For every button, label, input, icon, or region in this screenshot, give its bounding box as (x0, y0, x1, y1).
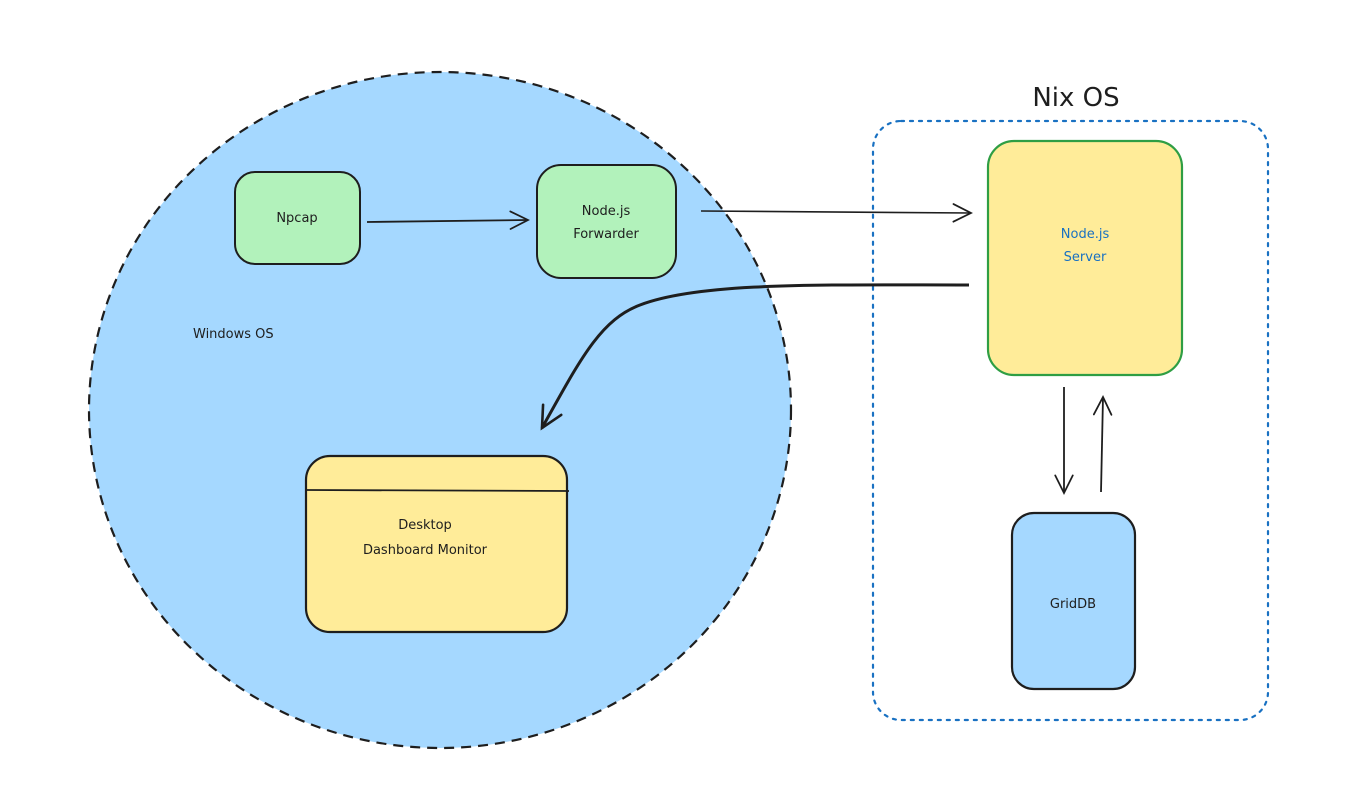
server-label-line-2: Server (1064, 250, 1107, 265)
dashboard-label-line-2: Dashboard Monitor (363, 543, 488, 558)
forwarder-label-line-2: Forwarder (573, 227, 639, 242)
edge-server-to-dashboard[interactable] (542, 283, 970, 428)
dashboard-box (304, 454, 569, 634)
dashboard-label-line-1: Desktop (398, 518, 452, 533)
npcap-label: Npcap (276, 211, 317, 226)
node-nodejs-server[interactable]: Node.js Server (986, 139, 1184, 377)
dashboard-header-divider (305, 489, 570, 492)
edge-forwarder-to-server[interactable] (700, 203, 973, 223)
edge-npcap-to-forwarder[interactable] (366, 210, 530, 230)
windows-os-ellipse (87, 70, 793, 750)
windows-os-label: Windows OS (193, 327, 274, 342)
forwarder-label-line-1: Node.js (582, 204, 631, 219)
windows-os-zone[interactable]: Windows OS (87, 70, 793, 750)
nix-os-zone[interactable]: Nix OS (871, 83, 1270, 722)
nix-os-label: Nix OS (1032, 83, 1119, 113)
server-box (986, 139, 1184, 377)
node-desktop-dashboard-monitor[interactable]: Desktop Dashboard Monitor (304, 454, 570, 634)
node-npcap[interactable]: Npcap (234, 171, 361, 265)
forwarder-box (536, 164, 677, 279)
griddb-box (1010, 511, 1137, 691)
griddb-label: GridDB (1050, 597, 1096, 612)
node-nodejs-forwarder[interactable]: Node.js Forwarder (536, 164, 677, 279)
npcap-box (234, 171, 361, 265)
node-griddb[interactable]: GridDB (1010, 511, 1137, 691)
server-label-line-1: Node.js (1061, 227, 1110, 242)
edge-griddb-to-server[interactable] (1092, 395, 1113, 493)
